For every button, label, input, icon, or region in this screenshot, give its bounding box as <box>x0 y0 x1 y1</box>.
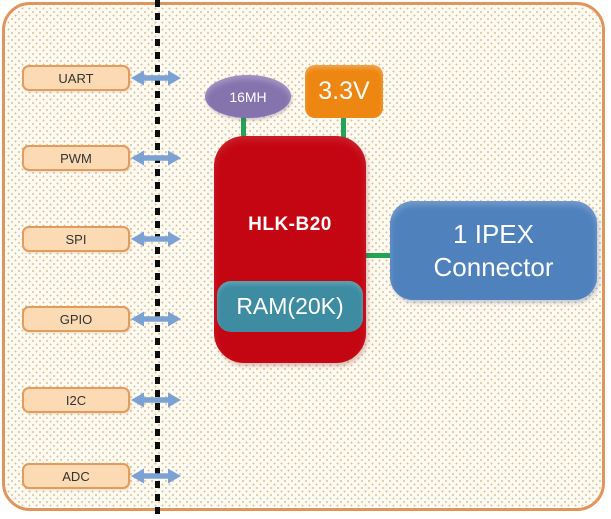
peripheral-label: PWM <box>60 150 92 166</box>
peripheral-label: SPI <box>65 231 87 247</box>
antenna-connector-line <box>366 253 390 258</box>
peripheral-box-uart: UART <box>22 65 130 91</box>
peripheral-label: UART <box>58 70 94 86</box>
peripheral-label: I2C <box>65 392 87 408</box>
peripheral-box-i2c: I2C <box>22 387 130 413</box>
ram-label: RAM(20K) <box>236 293 344 319</box>
peripheral-row: UART <box>0 65 611 91</box>
peripheral-row: SPI <box>0 226 611 252</box>
module-boundary-dashed-line <box>155 0 160 519</box>
module-name: HLK-B20 <box>248 214 332 235</box>
power-connector-line <box>341 117 346 138</box>
oscillator-connector-line <box>241 116 246 138</box>
power-box: 3.3V <box>305 65 383 118</box>
peripheral-box-spi: SPI <box>22 226 130 252</box>
peripheral-label: ADC <box>62 468 90 484</box>
ipex-label-line1: 1 IPEX <box>453 218 534 249</box>
peripheral-box-adc: ADC <box>22 463 130 489</box>
power-label: 3.3V <box>318 77 370 105</box>
oscillator-ellipse: 16MH <box>205 75 291 118</box>
oscillator-label: 16MH <box>229 88 267 105</box>
bidirectional-arrow-icon <box>131 392 181 408</box>
peripheral-row: PWM <box>0 145 611 171</box>
module-block: HLK-B20 RAM(20K) <box>214 136 366 363</box>
bidirectional-arrow-icon <box>131 70 181 86</box>
ipex-label-line2: Connector <box>433 251 554 282</box>
bidirectional-arrow-icon <box>131 231 181 247</box>
peripheral-row: ADC <box>0 463 611 489</box>
ipex-connector-box: 1 IPEX Connector <box>390 201 597 300</box>
peripheral-row: GPIO <box>0 306 611 332</box>
bidirectional-arrow-icon <box>131 150 181 166</box>
peripheral-row: I2C <box>0 387 611 413</box>
peripheral-label: GPIO <box>59 311 93 327</box>
peripheral-box-gpio: GPIO <box>22 306 130 332</box>
bidirectional-arrow-icon <box>131 311 181 327</box>
bidirectional-arrow-icon <box>131 468 181 484</box>
ram-box: RAM(20K) <box>217 281 363 332</box>
peripheral-box-pwm: PWM <box>22 145 130 171</box>
